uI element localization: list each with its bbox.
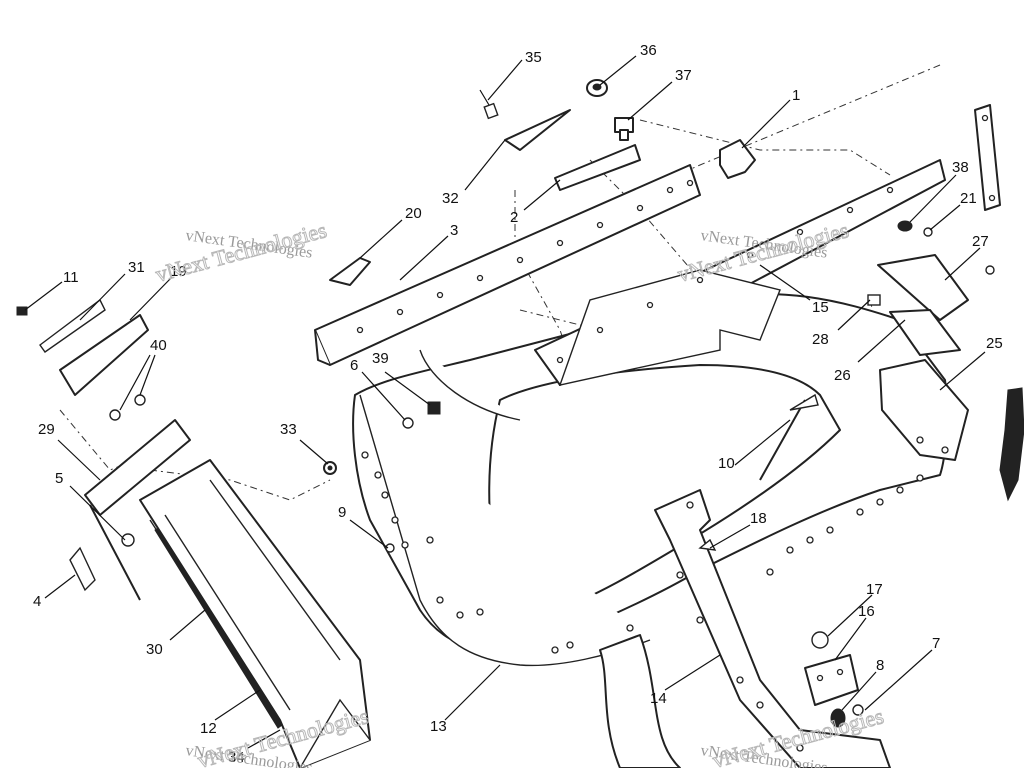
rail-holes xyxy=(356,179,694,334)
callout-3: 3 xyxy=(450,222,458,239)
hood-holes xyxy=(361,451,924,654)
hinge-fasteners xyxy=(897,220,933,237)
hood-strap xyxy=(974,104,1001,211)
callout-6: 6 xyxy=(350,357,358,374)
callout-30: 30 xyxy=(146,641,163,658)
callout-26: 26 xyxy=(834,367,851,384)
callout-25: 25 xyxy=(986,335,1003,352)
left-side-panel xyxy=(16,298,149,421)
callout-33: 33 xyxy=(280,421,297,438)
callout-18: 18 xyxy=(750,510,767,527)
lower-bracket xyxy=(654,489,891,768)
small-clip xyxy=(329,257,371,286)
callout-numbers: 35 36 37 1 32 2 20 3 38 21 27 11 31 19 4… xyxy=(33,42,1003,766)
callout-17: 17 xyxy=(866,581,883,598)
pin-assembly xyxy=(479,89,571,151)
callout-16: 16 xyxy=(858,603,875,620)
shock-absorber xyxy=(999,387,1024,502)
callout-8: 8 xyxy=(876,657,884,674)
callout-37: 37 xyxy=(675,67,692,84)
callout-20: 20 xyxy=(405,205,422,222)
callout-27: 27 xyxy=(972,233,989,250)
callout-19: 19 xyxy=(170,263,187,280)
callout-35: 35 xyxy=(525,49,542,66)
callout-12: 12 xyxy=(200,720,217,737)
air-duct xyxy=(84,419,371,768)
side-rail xyxy=(534,159,946,386)
callout-7: 7 xyxy=(932,635,940,652)
lower-right-hardware xyxy=(804,631,864,728)
callout-13: 13 xyxy=(430,718,447,735)
callout-34: 34 xyxy=(228,749,245,766)
callout-28: 28 xyxy=(812,331,829,348)
callout-40: 40 xyxy=(150,337,167,354)
support-rod xyxy=(759,393,819,481)
callout-39: 39 xyxy=(372,350,389,367)
callout-4: 4 xyxy=(33,593,41,610)
callout-1: 1 xyxy=(792,87,800,104)
callout-2: 2 xyxy=(510,209,518,226)
battery-assembly xyxy=(867,254,995,461)
callout-29: 29 xyxy=(38,421,55,438)
side-fasteners xyxy=(323,401,441,553)
callout-14: 14 xyxy=(650,690,667,707)
callout-32: 32 xyxy=(442,190,459,207)
latch-block xyxy=(719,139,756,179)
flat-plate xyxy=(554,144,641,191)
callout-36: 36 xyxy=(640,42,657,59)
long-rail xyxy=(314,164,701,366)
callout-5: 5 xyxy=(55,470,63,487)
callout-15: 15 xyxy=(812,299,829,316)
callout-21: 21 xyxy=(960,190,977,207)
callout-9: 9 xyxy=(338,504,346,521)
callout-10: 10 xyxy=(718,455,735,472)
callout-11: 11 xyxy=(63,269,79,286)
callout-38: 38 xyxy=(952,159,969,176)
knob-and-bolt xyxy=(586,79,634,141)
left-rod xyxy=(69,504,141,601)
callout-31: 31 xyxy=(128,259,145,276)
callout-leaders xyxy=(24,55,986,749)
